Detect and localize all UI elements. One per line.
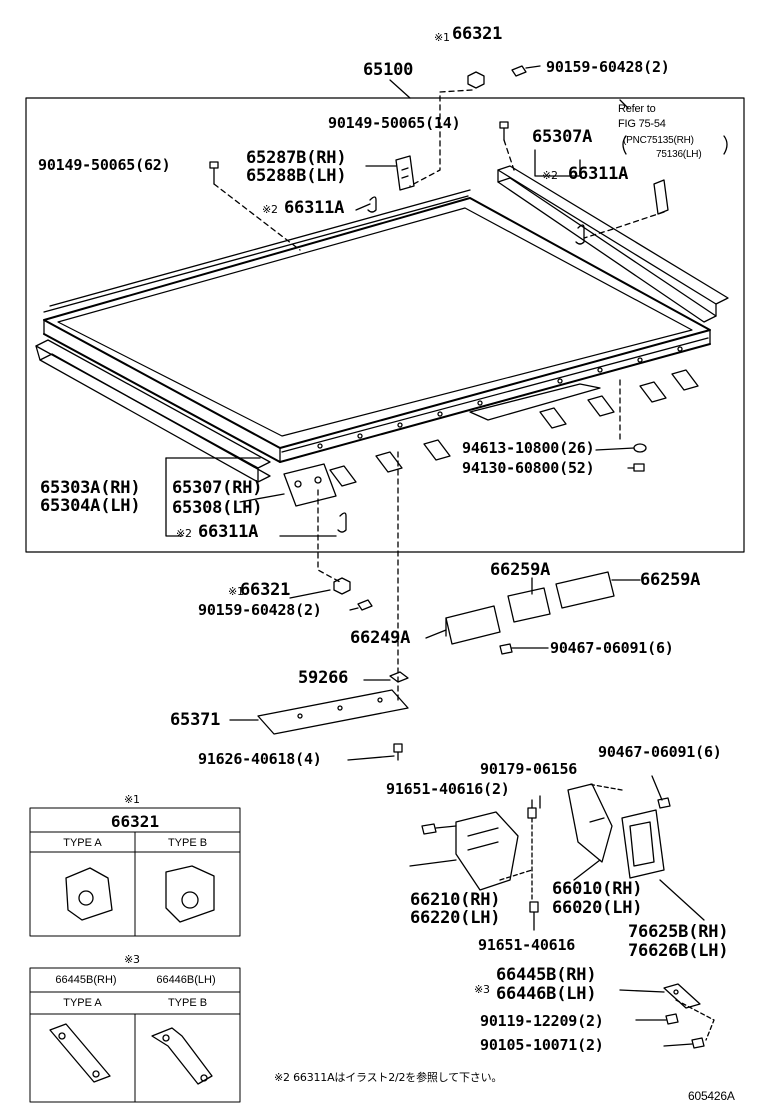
inset1-title: 66321 — [110, 812, 160, 831]
mark-3-main: ※3 — [474, 983, 490, 996]
label-90119: 90119-12209(2) — [480, 1012, 604, 1030]
inset3-header-lh: 66446B(LH) — [156, 974, 216, 986]
label-refer-pnc-lh: 75136(LH) — [656, 149, 702, 160]
label-66010: 66010(RH) — [552, 879, 643, 899]
label-refer-pnc-rh: (PNC75135(RH) — [623, 135, 694, 146]
inset-66445b-type-a-drawing — [49, 1023, 111, 1083]
mark-1-mid: ※1 — [228, 585, 244, 598]
label-66259A-a: 66259A — [490, 560, 551, 580]
label-65307A: 65307A — [532, 127, 593, 147]
leader-65100 — [389, 79, 411, 99]
label-65303A: 65303A(RH) — [40, 478, 141, 498]
inset-66321-type-a-drawing — [65, 867, 113, 921]
diagram-id: 605426A — [688, 1089, 735, 1103]
label-90159-mid: 90159-60428(2) — [198, 601, 322, 619]
label-90105: 90105-10071(2) — [480, 1036, 604, 1054]
label-90149-62: 90149-50065(62) — [38, 156, 171, 174]
right-rail-drawing — [497, 165, 729, 323]
label-66311A-right: 66311A — [568, 164, 629, 184]
label-91626: 91626-40618(4) — [198, 750, 322, 768]
label-66446B: 66446B(LH) — [496, 984, 597, 1004]
label-66311A-bottom: 66311A — [198, 522, 259, 542]
refer-bracket-right — [723, 135, 728, 155]
back-rail-drawing — [43, 189, 471, 313]
mark-2-right: ※2 — [542, 169, 558, 182]
label-66210: 66210(RH) — [410, 890, 501, 910]
left-rail-drawing — [35, 339, 271, 483]
mid-parts-drawing — [229, 571, 641, 761]
mark-2-bottom: ※2 — [176, 527, 192, 540]
inset1-type-b: TYPE B — [167, 837, 208, 849]
label-65304A: 65304A(LH) — [40, 496, 141, 516]
inset3-type-a: TYPE A — [63, 997, 102, 1009]
inset1-type-a: TYPE A — [63, 837, 102, 849]
label-refer-to: Refer to — [618, 103, 656, 115]
label-65288B: 65288B(LH) — [246, 166, 347, 186]
inset-66445b-type-b-drawing — [151, 1027, 213, 1085]
assembly-box — [25, 97, 745, 553]
label-65287B: 65287B(RH) — [246, 148, 347, 168]
label-90149-14: 90149-50065(14) — [328, 114, 461, 132]
footnote: ※2 66311Aはイラスト2/2を参照して下さい。 — [274, 1071, 503, 1084]
label-90467-b: 90467-06091(6) — [598, 743, 722, 761]
label-90467-a: 90467-06091(6) — [550, 639, 674, 657]
label-66249A: 66249A — [350, 628, 411, 648]
label-66445B: 66445B(RH) — [496, 965, 597, 985]
label-90159-top: 90159-60428(2) — [546, 58, 670, 76]
solid-leaders — [165, 99, 635, 537]
label-66321-mid: 66321 — [240, 580, 291, 600]
label-66220: 66220(LH) — [410, 908, 501, 928]
roof-panel-drawing — [43, 197, 711, 487]
inset3-header-rh: 66445B(RH) — [55, 974, 117, 986]
label-65307: 65307(RH) — [172, 478, 263, 498]
label-65371: 65371 — [170, 710, 221, 730]
label-66321-top: 66321 — [452, 24, 503, 44]
label-94613: 94613-10800(26) — [462, 439, 595, 457]
mark-2-left: ※2 — [262, 203, 278, 216]
inset-66445b-frame — [29, 967, 241, 1103]
label-91651-a: 91651-40616(2) — [386, 780, 510, 798]
label-65100: 65100 — [363, 60, 414, 80]
inset1-marker: ※1 — [124, 793, 140, 806]
label-76625B: 76625B(RH) — [628, 922, 729, 942]
label-66259A-b: 66259A — [640, 570, 701, 590]
inset-66321-frame — [29, 807, 241, 937]
label-66020: 66020(LH) — [552, 898, 643, 918]
label-90179: 90179-06156 — [480, 760, 578, 778]
inset3-marker: ※3 — [124, 953, 140, 966]
label-59266: 59266 — [298, 668, 349, 688]
label-65308: 65308(LH) — [172, 498, 263, 518]
mark-1-top: ※1 — [434, 31, 450, 44]
label-91651-b: 91651-40616 — [478, 936, 576, 954]
label-76626B: 76626B(LH) — [628, 941, 729, 961]
label-94130: 94130-60800(52) — [462, 459, 595, 477]
label-66311A-left: 66311A — [284, 198, 345, 218]
label-refer-fig: FIG 75-54 — [618, 118, 666, 130]
refer-bracket-left — [622, 135, 627, 155]
lower-dashed — [499, 783, 715, 1041]
dashed-leaders — [213, 89, 665, 701]
small-parts-drawing — [209, 65, 669, 533]
inset-66321-type-b-drawing — [165, 865, 215, 923]
inset3-type-b: TYPE B — [167, 997, 208, 1009]
lower-right-drawing — [409, 775, 705, 1049]
